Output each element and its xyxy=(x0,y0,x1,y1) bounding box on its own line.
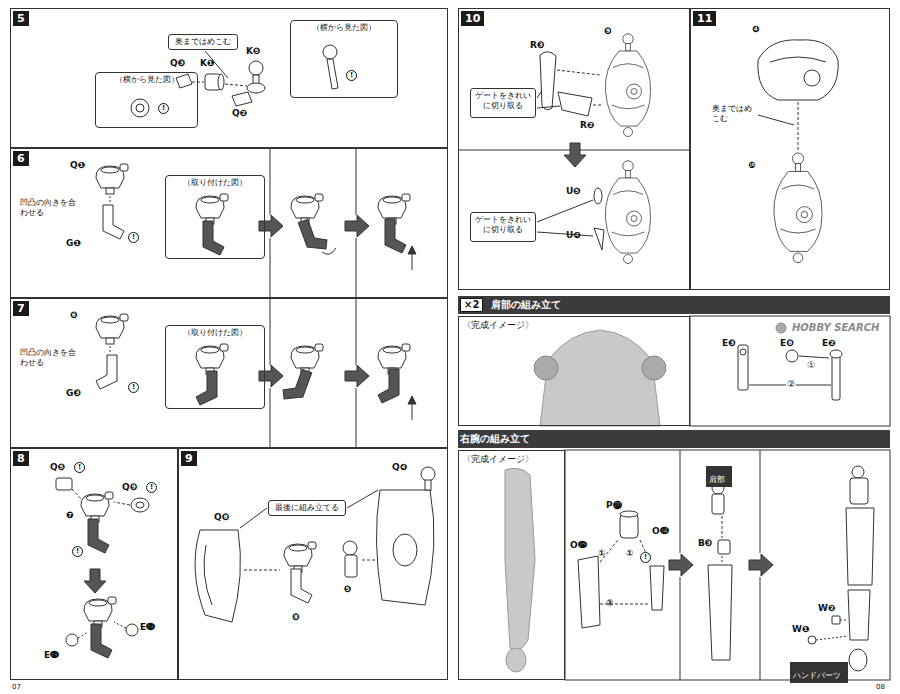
part-label: R❸ xyxy=(530,40,545,51)
step-panel: 7 （取り付けた図） xyxy=(10,298,448,448)
part-label: ❽ xyxy=(292,612,300,623)
note-box: 最後に組み立てる xyxy=(268,500,346,516)
step-panel: 9 最後に組み立てる xyxy=(178,448,448,680)
instruction-note: 奥まではめこむ xyxy=(712,104,756,124)
part-label: E⓭ xyxy=(44,650,59,661)
caution-mark: ! xyxy=(74,462,85,473)
step-order-number: ① xyxy=(806,360,816,371)
part-label: K❶ xyxy=(200,58,215,69)
part-label: ❼ xyxy=(66,510,74,521)
view-box: （取り付けた図） xyxy=(165,175,265,259)
step-number: 8 xyxy=(13,451,29,466)
view-caption: （横から見た図） xyxy=(291,23,397,33)
part-label: E⓭ xyxy=(140,622,155,633)
part-label: U❺ xyxy=(566,186,581,197)
part-label: Q❸ xyxy=(170,58,185,69)
part-label: Q❺ xyxy=(50,462,65,473)
caution-mark: ! xyxy=(146,482,157,493)
part-label: O⓯ xyxy=(570,540,587,551)
caution-mark: ! xyxy=(72,546,83,557)
image-caption: 〈完成イメージ〉 xyxy=(462,454,534,464)
view-caption: （取り付けた図） xyxy=(166,328,264,338)
section-header: 右腕の組み立て xyxy=(458,430,890,448)
part-label: ① xyxy=(626,548,634,559)
step-number: 10 xyxy=(461,11,484,26)
view-caption: （取り付けた図） xyxy=(166,178,264,188)
view-box: （横から見た図） xyxy=(95,72,198,128)
step-number: 5 xyxy=(13,11,29,26)
part-label: P⓴ xyxy=(606,500,622,511)
note-box: ゲートをきれいに切り取る xyxy=(470,88,536,118)
part-tag: ハンドパーツ xyxy=(790,662,848,683)
step-number: 7 xyxy=(13,301,29,316)
note-text: 奥まではめこむ xyxy=(172,37,234,47)
part-label: ❺ xyxy=(344,584,352,595)
image-caption: 〈完成イメージ〉 xyxy=(462,320,534,330)
part-label: ❹ xyxy=(752,24,760,35)
page-number: 08 xyxy=(876,683,885,692)
part-label: Q❽ xyxy=(214,512,229,523)
step-panel: 10 ゲートをきれいに切り取るゲートをきれいに切り取る xyxy=(458,8,690,290)
part-tag: 肩部 xyxy=(706,466,732,487)
part-label: E❸ xyxy=(722,338,736,349)
part-label: ❾ xyxy=(604,26,612,37)
step-panel: 5 （横から見た図） 奥まではめこむ （横から見た図） xyxy=(10,8,448,148)
image-panel: 〈完成イメージ〉 xyxy=(458,450,565,680)
note-box: 奥まではめこむ xyxy=(168,34,238,50)
step-number: 11 xyxy=(693,11,716,26)
note-text: ゲートをきれいに切り取る xyxy=(474,215,532,235)
section-title: 肩部の組み立て xyxy=(491,299,561,311)
view-box: （取り付けた図） xyxy=(165,325,265,409)
step-number: 6 xyxy=(13,151,29,166)
part-label: Q❾ xyxy=(122,482,137,493)
instruction-note: 凹凸の向きを合わせる xyxy=(20,198,82,218)
part-label: O⓮ xyxy=(652,526,669,537)
section-title: 右腕の組み立て xyxy=(460,433,530,445)
part-label: Q❶ xyxy=(70,160,85,171)
step-panel: 6 （取り付けた図） xyxy=(10,148,448,298)
step-panel: 8 xyxy=(10,448,178,680)
part-label: G❶ xyxy=(66,238,81,249)
instruction-note: 凹凸の向きを合わせる xyxy=(20,348,82,368)
part-label: ② xyxy=(606,598,614,609)
step-panel: 11 xyxy=(690,8,890,290)
image-panel: 〈完成イメージ〉 xyxy=(458,316,690,426)
part-label: Q❷ xyxy=(232,108,247,119)
view-box: （横から見た図） xyxy=(290,20,398,98)
note-text: 最後に組み立てる xyxy=(272,503,342,513)
part-label: U❹ xyxy=(566,230,581,241)
part-label: Q❹ xyxy=(392,462,407,473)
section-header: ×2 肩部の組み立て xyxy=(458,296,890,314)
watermark: HOBBY SEARCH xyxy=(792,322,879,333)
part-label: B❸ xyxy=(698,538,712,549)
note-box: ゲートをきれいに切り取る xyxy=(470,212,536,242)
step-number: 9 xyxy=(181,451,197,466)
caution-mark: ! xyxy=(346,70,357,81)
part-label: W❷ xyxy=(818,603,836,614)
caution-mark: ! xyxy=(640,552,651,563)
view-caption: （横から見た図） xyxy=(96,75,197,85)
part-label: E❽ xyxy=(780,338,794,349)
step-order-number: ② xyxy=(786,379,796,390)
caution-mark: ! xyxy=(128,382,139,393)
part-label: R❷ xyxy=(580,120,595,131)
tag-text: ハンドパーツ xyxy=(793,671,841,680)
quantity-mark: ×2 xyxy=(460,298,483,312)
tag-text: 肩部 xyxy=(709,475,725,484)
part-label: K❺ xyxy=(246,46,261,57)
caution-mark: ! xyxy=(158,103,169,114)
page-number: 07 xyxy=(12,683,21,692)
part-label: G❸ xyxy=(66,388,81,399)
part-label: ① xyxy=(598,548,606,559)
part-label: ❻ xyxy=(70,310,78,321)
part-label: W❶ xyxy=(792,624,810,635)
part-label: ❿ xyxy=(748,160,756,171)
caution-mark: ! xyxy=(128,232,139,243)
part-label: E❷ xyxy=(822,338,836,349)
note-text: ゲートをきれいに切り取る xyxy=(474,91,532,111)
